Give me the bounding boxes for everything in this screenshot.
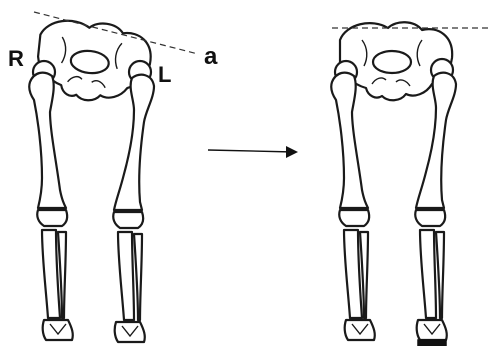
label-right: R [8,46,24,71]
after-figure [331,22,456,346]
left-leg-corrected [415,59,456,340]
heel-lift [418,340,446,346]
label-angle: a [204,43,218,70]
left-leg-short [113,61,154,342]
transition-arrow [208,146,298,158]
arrow-head-icon [286,146,298,158]
before-figure: R L a [8,12,218,342]
label-left: L [158,62,171,87]
right-lower-leg [37,210,73,340]
right-lower-leg [339,210,375,340]
